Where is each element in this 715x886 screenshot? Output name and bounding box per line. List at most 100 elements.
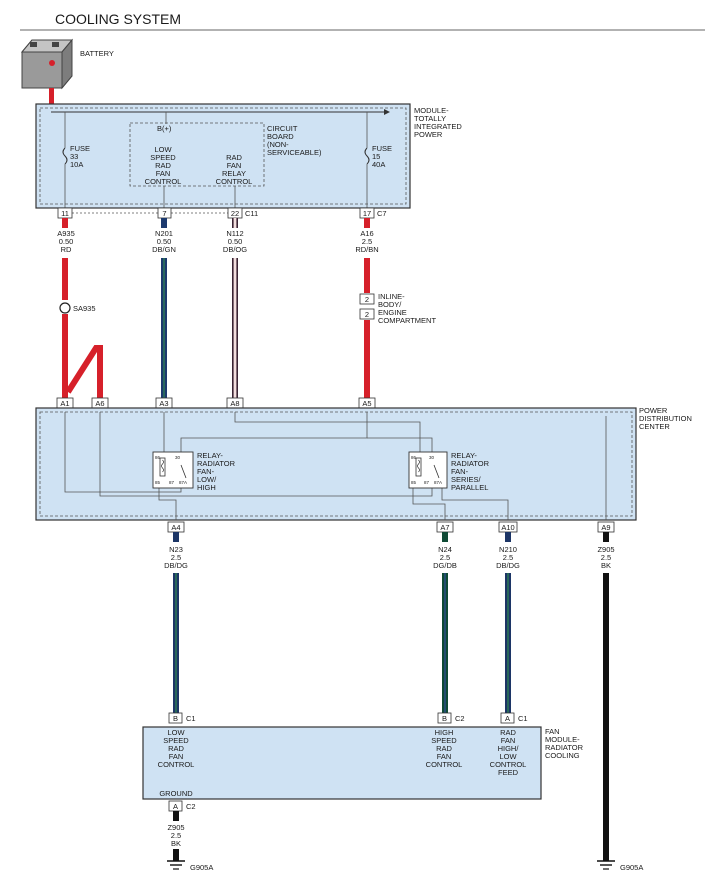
wire-a935 <box>62 258 68 300</box>
pdc-pin: A3 <box>159 399 168 408</box>
circuit-board-label: (NON- <box>267 140 289 149</box>
wire-color: DB/DG <box>164 561 188 570</box>
pdc-pin: A6 <box>95 399 104 408</box>
pdc-pin: A5 <box>362 399 371 408</box>
relay-pin: 86 <box>155 455 161 460</box>
wire-color: RD/BN <box>355 245 378 254</box>
relay1-label: FAN- <box>197 467 215 476</box>
relay-control-label: FAN <box>227 161 242 170</box>
tipm-name: TOTALLY <box>414 114 446 123</box>
ground-wire-circuit: Z905 <box>167 823 184 832</box>
relay-pin: 87 <box>424 480 430 485</box>
pdc-pin: A4 <box>171 523 180 532</box>
tipm-pin: 22 <box>231 209 239 218</box>
wire-circuit: N23 <box>169 545 183 554</box>
wire-gauge: 0.50 <box>228 237 243 246</box>
wire-circuit: N210 <box>499 545 517 554</box>
wire-n210-stub <box>505 532 511 542</box>
relay-pin: 85 <box>411 480 417 485</box>
inline-pin: 2 <box>365 310 369 319</box>
wire-gauge: 2.5 <box>503 553 513 562</box>
fan-module-name: MODULE- <box>545 735 580 744</box>
fan-pin-box <box>168 712 183 724</box>
fuse-label: 10A <box>70 160 83 169</box>
relay2-label: RADIATOR <box>451 459 490 468</box>
tipm-name: POWER <box>414 130 443 139</box>
battery-cable <box>49 88 54 104</box>
fan-ground-conn: C2 <box>186 802 196 811</box>
fan-ground-pin: A <box>173 802 178 811</box>
relay-switch-icon <box>180 464 187 479</box>
wire-gauge: 2.5 <box>601 553 611 562</box>
low-speed-label: CONTROL <box>145 177 182 186</box>
inline-pin-box <box>359 308 375 320</box>
fan-ground-label: GROUND <box>159 789 193 798</box>
fuse-label: 33 <box>70 152 78 161</box>
page-title: COOLING SYSTEM <box>55 11 181 27</box>
relay-pin: 30 <box>429 455 435 460</box>
circuit-board-label: BOARD <box>267 132 294 141</box>
relay-coil-icon <box>161 459 164 473</box>
relay-control-label: CONTROL <box>216 177 253 186</box>
wire-z905-ground <box>603 573 609 861</box>
wire-n201-stub <box>161 218 167 228</box>
wire-circuit: N201 <box>155 229 173 238</box>
fan-module <box>142 726 542 800</box>
fan-module-name: COOLING <box>545 751 580 760</box>
wire-n112-stub <box>232 218 238 228</box>
relay-pin: 87A <box>179 480 187 485</box>
fan-feed-label: FEED <box>498 768 519 777</box>
fan-module-name: FAN <box>545 727 560 736</box>
circuit-board-label: CIRCUIT <box>267 124 298 133</box>
fuse-icon <box>62 147 68 165</box>
low-speed-label: FAN <box>156 169 171 178</box>
fan-feed-label: HIGH/ <box>498 744 520 753</box>
battery-label: BATTERY <box>80 49 114 58</box>
relay2-label: SERIES/ <box>451 475 482 484</box>
relay-pin: 85 <box>155 480 161 485</box>
splice-icon <box>59 302 71 314</box>
tipm-module <box>35 103 411 209</box>
fan-high-speed-label: RAD <box>436 744 452 753</box>
fan-feed-label: RAD <box>500 728 516 737</box>
tipm-pin: 7 <box>162 209 166 218</box>
ground-label: G905A <box>190 863 213 872</box>
low-speed-label: LOW <box>154 145 172 154</box>
wire-circuit: N24 <box>438 545 452 554</box>
pdc-name: CENTER <box>639 422 670 431</box>
inline-label: ENGINE <box>378 308 407 317</box>
ground-label: G905A <box>620 863 643 872</box>
relay1-label: RELAY- <box>197 451 223 460</box>
wire-n201 <box>161 258 167 398</box>
relay1-label: RADIATOR <box>197 459 236 468</box>
connector-c7-label: C7 <box>377 209 387 218</box>
wire-gauge: 2.5 <box>440 553 450 562</box>
fan-feed-label: CONTROL <box>490 760 527 769</box>
relay-switch-icon <box>433 464 440 479</box>
wire-a935 <box>62 314 68 398</box>
inline-label: COMPARTMENT <box>378 316 436 325</box>
fan-low-speed-label: SPEED <box>163 736 189 745</box>
relay-pin: 30 <box>175 455 181 460</box>
ground-wire-stub <box>173 811 179 821</box>
ground-icon <box>597 860 615 870</box>
wire-gauge: 0.50 <box>59 237 74 246</box>
inline-pin: 2 <box>365 295 369 304</box>
fan-conn-label: C2 <box>455 714 465 723</box>
wire-color: RD <box>61 245 72 254</box>
wire-color: DB/DG <box>496 561 520 570</box>
relay2-label: RELAY- <box>451 451 477 460</box>
relay-low-high <box>152 451 194 489</box>
wire-n23 <box>173 573 179 713</box>
wire-color: DB/OG <box>223 245 247 254</box>
wire-z905-stub <box>603 532 609 542</box>
fan-feed-label: LOW <box>499 752 517 761</box>
wire-a16 <box>364 320 370 398</box>
fan-module-name: RADIATOR <box>545 743 584 752</box>
inline-label: BODY/ <box>378 300 402 309</box>
ground-wire <box>173 849 179 861</box>
relay-pin: 87 <box>169 480 175 485</box>
circuit-board-label: SERVICEABLE) <box>267 148 322 157</box>
inline-label: INLINE- <box>378 292 405 301</box>
